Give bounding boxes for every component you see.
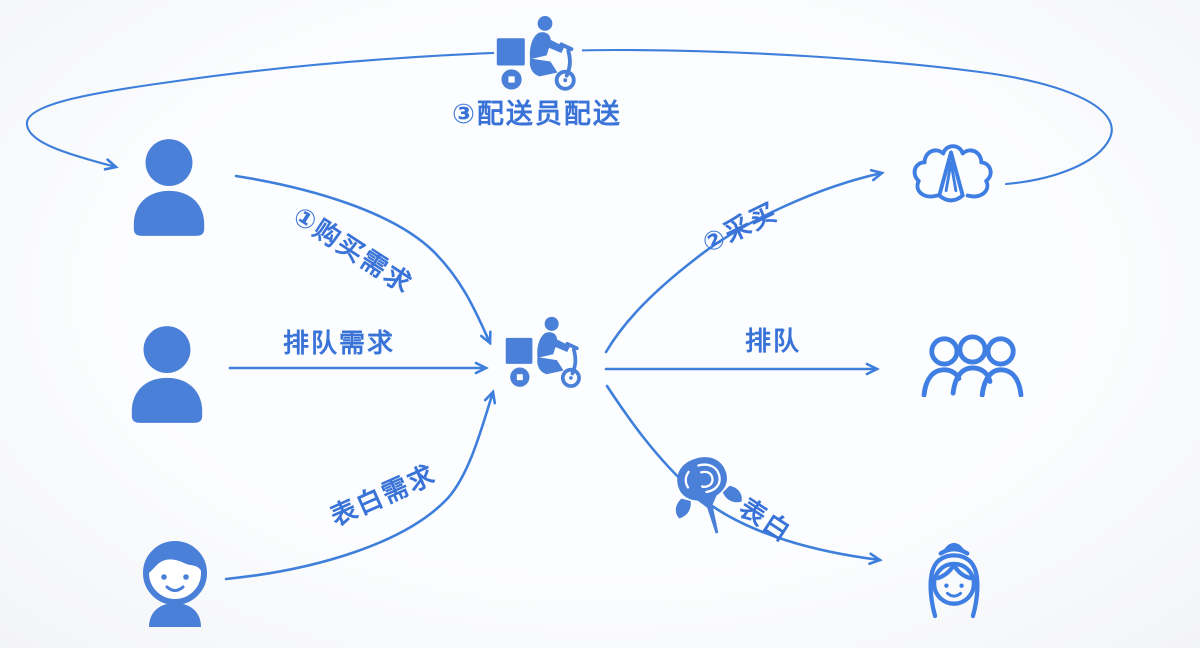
loop-courier-delivery-line [25,48,1113,186]
person-icon [124,325,210,423]
rose-icon [660,442,752,546]
courier-scooter-icon [505,315,585,389]
queue-label: 排队 [745,326,802,356]
confess-line [605,384,880,560]
delivery-label: ③配送员配送 [452,99,622,129]
crowd-icon [915,333,1030,397]
girl-face-icon [918,538,990,622]
courier-scooter-icon [494,12,582,94]
buy-demand-line [234,174,490,343]
buy-line [604,173,882,354]
boy-face-icon [135,533,215,627]
queue-demand-label: 排队需求 [283,328,396,358]
cabbage-icon [908,136,994,216]
person-icon [126,138,212,236]
confess-demand-line [224,392,493,581]
